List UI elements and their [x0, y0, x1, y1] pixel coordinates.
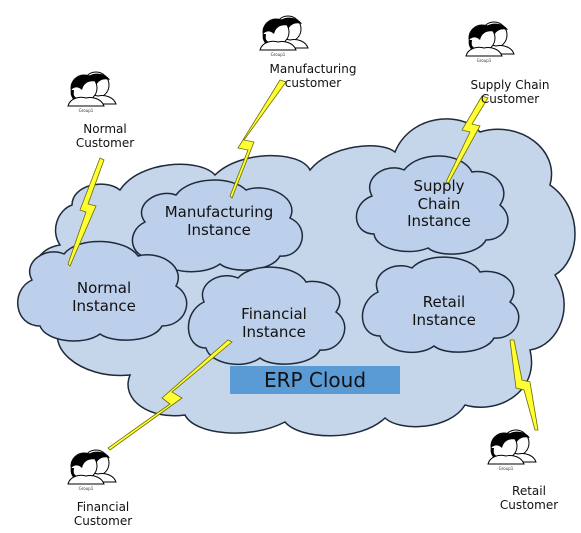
- person-icon: Group1: [67, 449, 117, 491]
- customer-line: Retail: [512, 484, 546, 498]
- customer-line: Normal: [83, 122, 127, 136]
- instance-line: Chain: [417, 194, 461, 213]
- customer-line: Customer: [75, 136, 135, 151]
- person-icon: Group1: [259, 15, 309, 57]
- customer-line: Financial: [76, 500, 130, 514]
- retail-instance-cloud: [361, 256, 520, 354]
- instance-line: Instance: [412, 310, 476, 329]
- retail-instance-label: Retail Instance: [384, 293, 504, 329]
- person-icon: Group1: [487, 429, 537, 471]
- customer-line: Supply Chain: [470, 78, 550, 92]
- normal-instance-cloud: [17, 240, 188, 342]
- financial-customer-label: Financial Customer: [58, 500, 148, 528]
- lightning-supply-chain: [445, 95, 489, 185]
- customer-line: customer: [284, 76, 342, 91]
- normal-instance-label: Normal Instance: [44, 279, 164, 315]
- supply-chain-instance-label: Supply Chain Instance: [384, 177, 494, 231]
- person-icon: Group1: [67, 71, 117, 113]
- customer-line: Customer: [480, 92, 540, 107]
- instance-line: Instance: [407, 212, 471, 231]
- erp-cloud-label: ERP Cloud: [230, 366, 400, 394]
- group-tag: Group1: [477, 58, 492, 63]
- manufacturing-instance-label: Manufacturing Instance: [144, 203, 294, 239]
- instance-line: Supply: [413, 177, 465, 195]
- normal-customer-label: Normal Customer: [60, 122, 150, 150]
- customer-line: Manufacturing: [269, 62, 357, 76]
- group-tag: Group1: [79, 108, 94, 113]
- instance-line: Normal: [76, 279, 132, 297]
- instance-line: Manufacturing: [164, 203, 274, 221]
- group-tag: Group1: [79, 486, 94, 491]
- person-icon: Group1: [465, 21, 515, 63]
- supply-chain-customer-label: Supply Chain Customer: [450, 78, 570, 106]
- instance-line: Instance: [72, 296, 136, 315]
- group-tag: Group1: [499, 466, 514, 471]
- lightning-connectors: [67, 79, 539, 451]
- manufacturing-customer-label: Manufacturing customer: [248, 62, 378, 90]
- instance-line: Instance: [187, 220, 251, 239]
- instance-line: Instance: [242, 322, 306, 341]
- group-tag: Group1: [271, 52, 286, 57]
- customer-line: Customer: [499, 498, 559, 513]
- customer-line: Customer: [73, 514, 133, 529]
- retail-customer-label: Retail Customer: [484, 484, 574, 512]
- lightning-retail: [509, 339, 539, 431]
- lightning-normal: [67, 157, 105, 267]
- lightning-financial: [107, 339, 233, 451]
- lightning-manufacturing: [229, 79, 287, 199]
- financial-instance-label: Financial Instance: [214, 305, 334, 341]
- instance-line: Financial: [241, 305, 307, 323]
- supply-chain-instance-cloud: [355, 155, 509, 255]
- instance-line: Retail: [422, 293, 466, 311]
